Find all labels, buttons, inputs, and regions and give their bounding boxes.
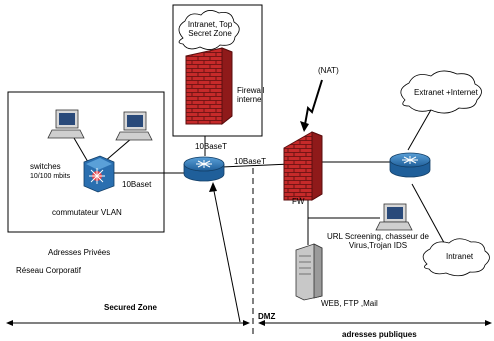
- server-icon: [295, 243, 323, 301]
- web-ftp-mail-label: WEB, FTP ,Mail: [321, 299, 378, 308]
- computer-icon: [47, 109, 85, 139]
- intranet-top-secret-label: Intranet, Top Secret Zone: [187, 20, 233, 39]
- computer-icon: [375, 203, 413, 231]
- computer-icon: [115, 111, 153, 141]
- link-router-intranet: [411, 183, 449, 251]
- switches-label: switches: [30, 162, 61, 171]
- cloud-icon: [178, 10, 240, 50]
- link-10baset-top-label: 10BaseT: [195, 142, 228, 151]
- firewall-icon: [185, 47, 233, 126]
- router-icon: [183, 156, 225, 182]
- arrow-heads: [6, 182, 492, 326]
- lightning-icon: [300, 79, 323, 132]
- corporate-network-box: [7, 91, 165, 233]
- reseau-corporatif-label: Réseau Corporatif: [16, 266, 81, 275]
- adresses-privees-label: Adresses Privées: [48, 248, 111, 257]
- network-links: [10, 107, 488, 338]
- arrowhead-mid-left: [243, 320, 250, 326]
- commutateur-vlan-label: commutateur VLAN: [52, 208, 122, 217]
- dmz-label: DMZ: [258, 312, 276, 321]
- link-10baset-left-label: 10Baset: [122, 180, 152, 189]
- link-pc1-switch: [73, 137, 89, 163]
- cloud-icon: [400, 70, 482, 114]
- secured-zone-arrow: [212, 185, 241, 323]
- firewall-icon: [283, 131, 323, 201]
- nat-label: (NAT): [318, 66, 339, 75]
- firewall-interne-label: Firewall interne: [237, 86, 265, 105]
- secured-zone-label: Secured Zone: [104, 303, 157, 312]
- cloud-icon: [422, 238, 490, 277]
- link-10baset-mid-label: 10BaseT: [234, 157, 267, 166]
- switch-icon: [83, 155, 115, 193]
- adresses-publiques-label: adresses publiques: [342, 330, 417, 339]
- router-icon: [389, 152, 431, 178]
- arrowhead-up: [209, 182, 217, 192]
- link-pc2-switch: [103, 137, 133, 163]
- internal-zone-box: [172, 4, 263, 137]
- link-router-fw: [221, 163, 291, 168]
- url-screening-label: URL Screening, chasseur de Virus,Trojan …: [327, 232, 429, 251]
- extranet-internet-label: Extranet +Internet: [414, 88, 478, 97]
- arrowhead-left: [6, 320, 13, 326]
- fw-label: FW: [292, 197, 305, 206]
- switch-speed-label: 10/100 mbits: [30, 173, 71, 180]
- arrowhead-mid-right: [258, 320, 265, 326]
- arrowhead-right: [485, 320, 492, 326]
- intranet-label: Intranet: [446, 252, 474, 261]
- link-router-extranet: [407, 107, 433, 151]
